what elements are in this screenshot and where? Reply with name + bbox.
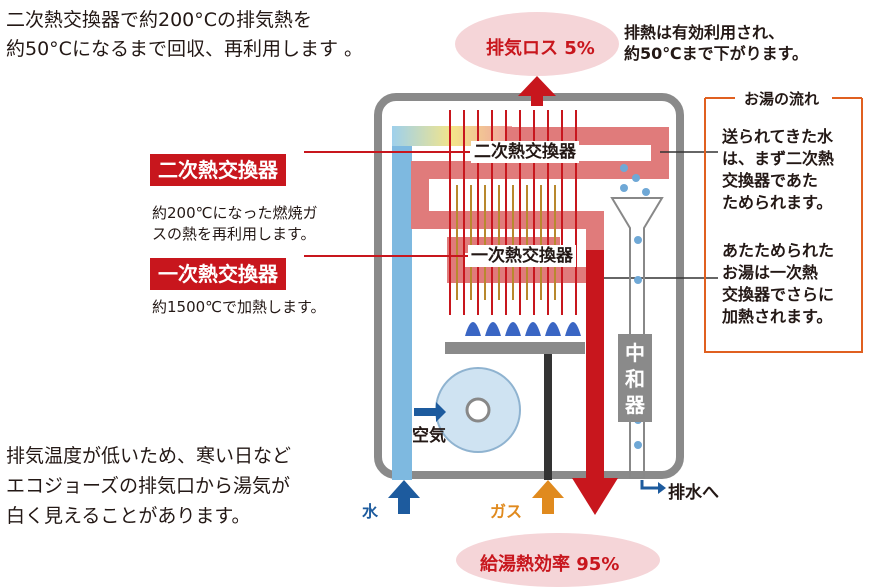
heater-casing [374, 93, 684, 479]
exhaust-loss-cloud [455, 12, 619, 76]
neutralizer-label: 中 和 器 [625, 341, 645, 417]
efficiency-label: 給湯熱効率 95% [480, 554, 620, 575]
water-flow-title: お湯の流れ [740, 88, 824, 109]
air-arrow-icon [414, 402, 446, 422]
gas-arrow-icon [532, 480, 564, 498]
drain-label: 排水へ [668, 483, 719, 503]
air-label: 空気 [412, 426, 446, 446]
water-in-label: 水 [362, 502, 379, 521]
exhaust-loss-label: 排気ロス 5% [486, 38, 595, 59]
secondary-hx-desc: 約200℃になった燃焼ガ スの熱を再利用します。 [152, 204, 318, 243]
primary-hx-tag: 一次熱交換器 [150, 258, 286, 290]
secondary-hx-tag: 二次熱交換器 [150, 154, 286, 186]
exhaust-stem [531, 94, 543, 106]
gas-pipe [544, 354, 552, 480]
water-flow-note-1: 送られてきた水 は、まず二次熱 交換器であた ためられます。 [722, 127, 835, 212]
exhaust-arrow-icon [518, 76, 556, 96]
efficiency-cloud [456, 533, 660, 587]
condensate-funnel [610, 197, 664, 479]
primary-hx-desc: 約1500℃で加熱します。 [152, 298, 326, 316]
neutralizer-box [618, 334, 652, 422]
burner-plate [445, 342, 585, 354]
hot-water-arrow [572, 478, 618, 515]
intro-text: 二次熱交換器で約200°Cの排気熱を 約50°Cになるまで回収、再利用します 。 [6, 9, 363, 60]
water-inlet-pipe [392, 130, 412, 480]
hot-water-pipe [586, 250, 604, 480]
water-flow-note-2: あたためられた お湯は一次熱 交換器でさらに 加熱されます。 [722, 241, 835, 326]
exhaust-note: 排熱は有効利用され、 約50℃まで下がります。 [624, 23, 809, 63]
drain-arrow-icon [640, 480, 660, 490]
gas-in-label: ガス [490, 502, 523, 521]
primary-hx-label: 一次熱交換器 [468, 245, 576, 267]
burner-flames [465, 322, 581, 336]
flow-bracket [704, 98, 863, 353]
water-arrow-icon [388, 480, 420, 498]
warning-text: 排気温度が低いため、寒い日など エコジョーズの排気口から湯気が 白く見えることが… [6, 445, 292, 527]
secondary-pipe [411, 127, 669, 250]
secondary-hx-label: 二次熱交換器 [471, 141, 579, 163]
